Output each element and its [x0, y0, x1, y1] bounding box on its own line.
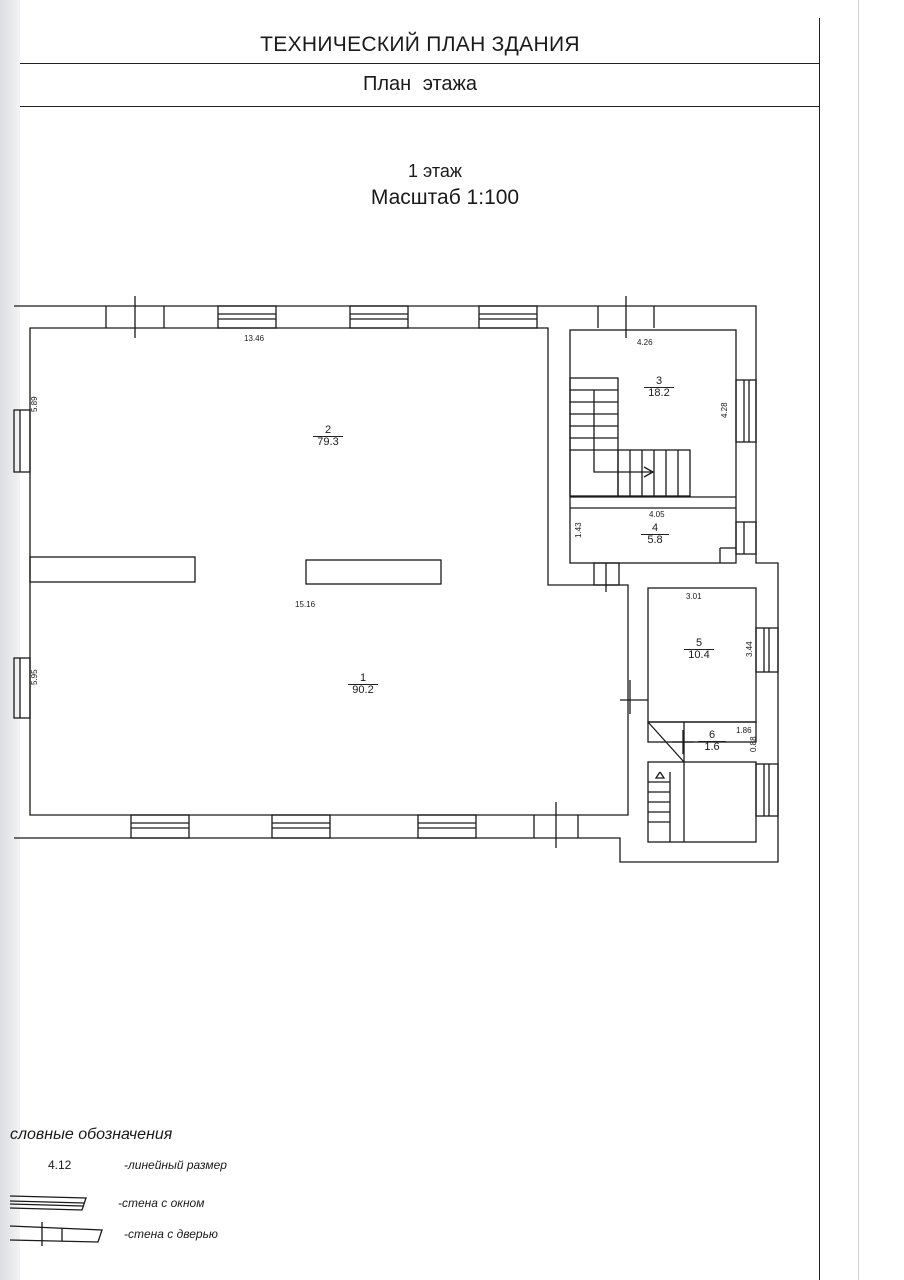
- dim-1-86: 1.86: [736, 726, 752, 735]
- floor-label: 1 этаж: [408, 161, 462, 181]
- scale-label: Масштаб 1:100: [370, 186, 520, 209]
- sheet-edge: [858, 0, 859, 1280]
- partition-mid: [305, 559, 442, 585]
- room-area: 5.8: [647, 534, 663, 546]
- room-number: 1: [348, 673, 378, 685]
- stairs-lower: [648, 771, 671, 842]
- legend-window-label: -стена с окном: [118, 1196, 205, 1210]
- dim-1-43: 1.43: [574, 522, 583, 538]
- room-area: 10.4: [688, 649, 710, 661]
- frame-border-right: [819, 18, 820, 1280]
- room-label-5: 5 10.4: [684, 638, 714, 661]
- stairs-room-3: [569, 377, 691, 497]
- room-label-1: 1 90.2: [348, 673, 378, 696]
- legend-title: словные обозначения: [10, 1126, 173, 1143]
- legend-door-label: -стена с дверью: [124, 1227, 218, 1241]
- room-number: 6: [698, 730, 726, 742]
- page-edge-shadow: [0, 0, 20, 1280]
- bottom-windows: [130, 814, 477, 839]
- legend-window-symbol: [9, 1195, 87, 1211]
- dim-5-89: 5.89: [30, 396, 39, 412]
- room-label-4: 4 5.8: [641, 523, 669, 546]
- room-number: 3: [644, 376, 674, 388]
- top-doors: [105, 296, 655, 338]
- document-title: ТЕХНИЧЕСКИЙ ПЛАН ЗДАНИЯ: [260, 33, 580, 56]
- dim-4-28: 4.28: [720, 402, 729, 418]
- room-label-6: 6 1.6: [698, 730, 726, 753]
- top-windows: [217, 305, 538, 329]
- dim-15-16: 15.16: [295, 600, 316, 609]
- partition-left: [29, 556, 196, 583]
- dim-3-44: 3.44: [745, 641, 754, 657]
- inner-wall-outline: [29, 327, 629, 816]
- room-label-2: 2 79.3: [313, 425, 343, 448]
- window-left-lower: [13, 657, 31, 719]
- room-area: 1.6: [704, 741, 720, 753]
- dim-4-05: 4.05: [649, 510, 665, 519]
- room-area: 79.3: [317, 436, 339, 448]
- room-label-3: 3 18.2: [644, 376, 674, 399]
- room-number: 2: [313, 425, 343, 437]
- dim-13-46: 13.46: [244, 334, 265, 343]
- dim-3-01: 3.01: [686, 592, 702, 601]
- room-number: 4: [641, 523, 669, 535]
- window-left-upper: [13, 409, 31, 473]
- dim-0-88: 0.88: [749, 736, 758, 752]
- room-area: 90.2: [352, 684, 374, 696]
- room-number: 5: [684, 638, 714, 650]
- legend-dimension-symbol: 4.12: [48, 1158, 72, 1172]
- dim-5-95: 5.95: [30, 669, 39, 685]
- header-rule-bottom: [20, 106, 820, 107]
- outer-wall-outline: [14, 305, 779, 863]
- legend-door-symbol: [9, 1222, 103, 1246]
- bottom-door: [533, 802, 579, 848]
- header-rule-top: [20, 63, 820, 64]
- room-6-outline: [647, 721, 757, 743]
- legend-dimension-label: -линейный размер: [124, 1158, 227, 1172]
- document-subtitle: План этажа: [362, 73, 478, 95]
- dim-4-26: 4.26: [637, 338, 653, 347]
- room-area: 18.2: [648, 387, 670, 399]
